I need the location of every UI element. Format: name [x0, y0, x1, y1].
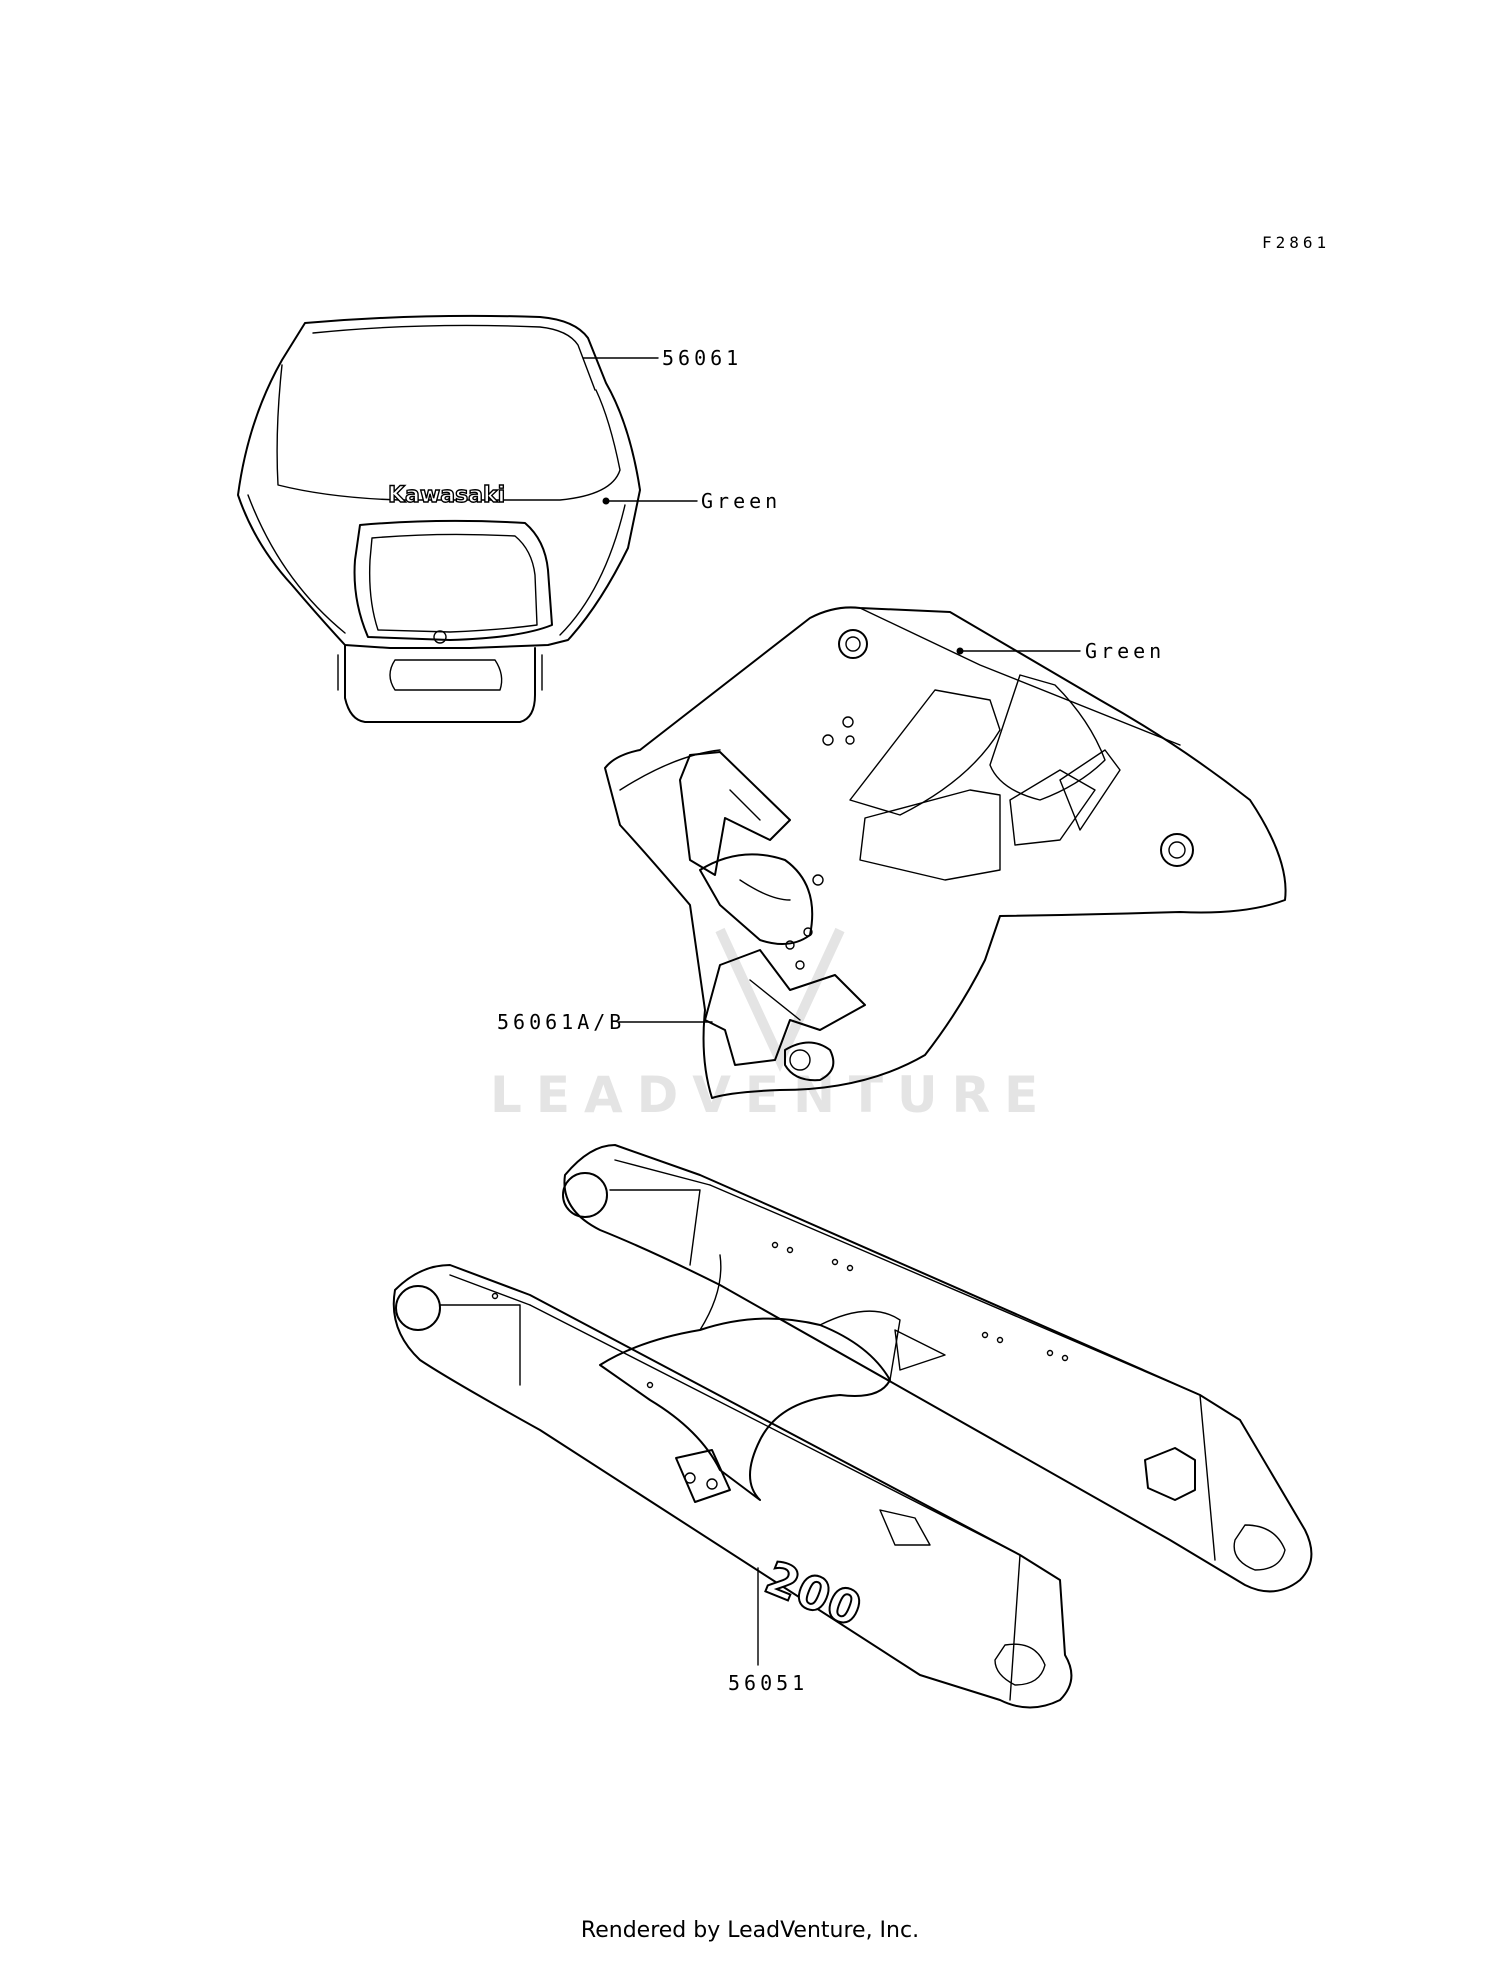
figure-code: F2861 — [1262, 233, 1330, 252]
swingarm — [392, 1144, 1313, 1709]
leader-lines — [582, 357, 1081, 1666]
callout-headlight-green: Green — [701, 489, 781, 513]
brand-mark: Kawasaki — [388, 483, 505, 508]
callout-56061ab: 56061A/B — [497, 1010, 625, 1034]
callout-56061: 56061 — [662, 346, 742, 370]
watermark-logo — [715, 927, 845, 1072]
side-cover — [604, 606, 1287, 1099]
headlight-cowl — [237, 314, 641, 723]
watermark: LEADVENTURE — [490, 1066, 1052, 1124]
number-plate-mark: 200 — [758, 1550, 870, 1637]
callout-56051: 56051 — [728, 1671, 808, 1695]
callout-side-cover-green: Green — [1085, 639, 1165, 663]
footer-credit: Rendered by LeadVenture, Inc. — [580, 1918, 920, 1943]
